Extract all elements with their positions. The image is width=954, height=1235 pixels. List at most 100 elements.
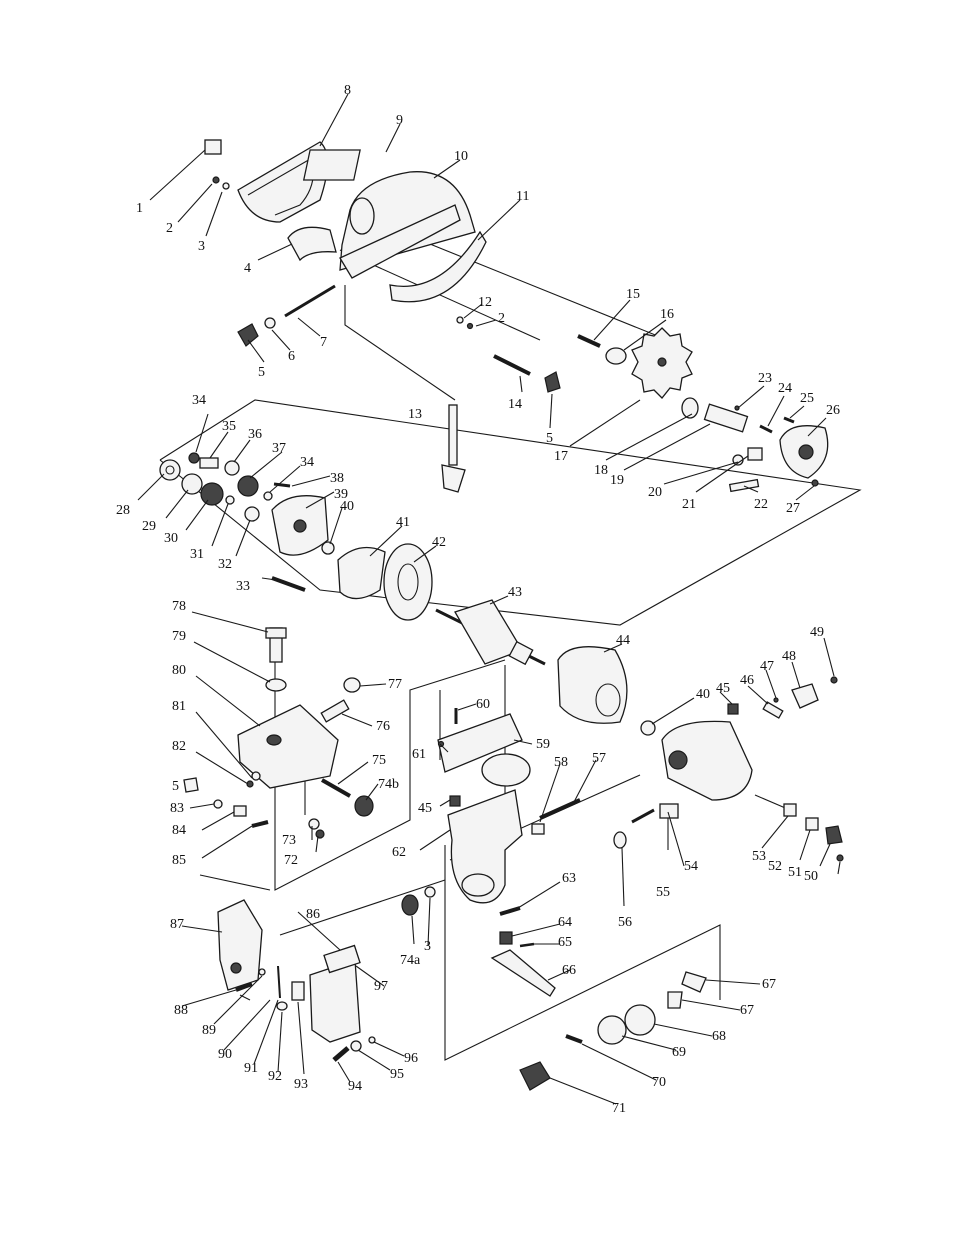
baffle-41 [337, 546, 386, 600]
part-label-24: 24 [778, 381, 792, 396]
part-label-71: 71 [612, 1101, 626, 1116]
pivot-knob-right [544, 371, 561, 393]
part-label-5c: 5 [172, 779, 179, 794]
bushing-53 [783, 803, 797, 817]
part-label-74a: 74a [400, 953, 421, 968]
part-label-79: 79 [172, 629, 186, 644]
part-label-32: 32 [218, 557, 232, 572]
screw-50 [836, 854, 844, 862]
part-label-25: 25 [800, 391, 814, 406]
knob-71 [519, 1061, 551, 1091]
part-label-6: 6 [288, 349, 295, 364]
part-label-63: 63 [562, 871, 576, 886]
guard-label-plate [204, 139, 222, 155]
screw-49 [830, 676, 838, 684]
part-label-43: 43 [508, 585, 522, 600]
part-label-68: 68 [712, 1029, 726, 1044]
part-label-66: 66 [562, 963, 576, 978]
part-label-96: 96 [404, 1051, 418, 1066]
part-label-82: 82 [172, 739, 186, 754]
blade-group [577, 327, 699, 419]
part-label-89: 89 [202, 1023, 216, 1038]
part-label-29: 29 [142, 519, 156, 534]
part-label-3b: 3 [424, 939, 431, 954]
part-label-5: 5 [258, 365, 265, 380]
part-label-64: 64 [558, 915, 572, 930]
clip-5c [183, 777, 199, 793]
part-label-65: 65 [558, 935, 572, 950]
gearbox-group [703, 403, 829, 493]
part-label-95: 95 [390, 1067, 404, 1082]
part-label-67: 67 [762, 977, 776, 992]
outer-flange [605, 347, 627, 365]
screw-61 [437, 740, 445, 748]
screw-24 [759, 424, 773, 434]
spring-81 [251, 771, 261, 781]
part-label-42: 42 [432, 535, 446, 550]
brush-holder-45a [727, 703, 739, 715]
bolt-94 [332, 1046, 350, 1062]
part-label-8: 8 [344, 83, 351, 98]
nut-72 [315, 829, 325, 839]
part-label-88: 88 [174, 1003, 188, 1018]
cord-cap-56 [613, 831, 627, 849]
handle-plate-hole [230, 962, 242, 974]
collar-58 [531, 823, 545, 835]
part-label-3: 3 [198, 239, 205, 254]
spindle-key [734, 405, 740, 411]
arbor-bolt [577, 334, 601, 348]
part-label-91: 91 [244, 1061, 258, 1076]
pivot-shaft [284, 284, 336, 318]
part-label-70: 70 [652, 1075, 666, 1090]
motor-housing [661, 720, 753, 801]
part-label-23: 23 [758, 371, 772, 386]
pin-63 [499, 906, 521, 916]
part-label-16: 16 [660, 307, 674, 322]
support-rod [448, 404, 458, 466]
knob-74b [354, 795, 374, 817]
screw-65 [519, 942, 535, 948]
part-label-13: 13 [408, 407, 422, 422]
field-stator-44 [557, 646, 628, 724]
stator-bore [595, 683, 621, 717]
key-22 [728, 478, 760, 493]
bearing-housing-59 [481, 753, 531, 787]
arm-casting-62 [447, 789, 523, 904]
spring-89 [258, 968, 266, 976]
washer-73 [308, 818, 320, 830]
part-label-72: 72 [284, 853, 298, 868]
handle-group [217, 899, 376, 1062]
part-label-55: 55 [656, 885, 670, 900]
gear-train-group [159, 452, 386, 600]
guard-washer [222, 182, 230, 190]
part-label-40: 40 [340, 499, 354, 514]
inner-flange [681, 397, 699, 419]
nut-64 [499, 931, 513, 945]
dust-elbow [287, 226, 337, 262]
switch-box-80 [237, 704, 339, 789]
washer-79 [265, 678, 287, 692]
part-labels: 1 2 3 4 5 6 7 8 9 10 11 12 2 13 14 5 15 … [116, 83, 840, 1116]
clip-96 [368, 1036, 376, 1044]
part-label-41: 41 [396, 515, 410, 530]
ring-34b [263, 491, 273, 501]
handle-97 [309, 959, 361, 1043]
spring-47 [773, 697, 779, 703]
part-label-9: 9 [396, 113, 403, 128]
part-label-39: 39 [334, 487, 348, 502]
part-label-28: 28 [116, 503, 130, 518]
shaft-75 [321, 778, 351, 798]
part-label-45: 45 [716, 681, 730, 696]
part-label-33: 33 [236, 579, 250, 594]
commutator [508, 640, 534, 666]
washer-92 [276, 1001, 288, 1011]
part-label-74b: 74b [378, 777, 399, 792]
part-label-76: 76 [376, 719, 390, 734]
part-label-67b: 67 [740, 1003, 754, 1018]
part-label-73: 73 [282, 833, 296, 848]
plate-59 [437, 713, 523, 773]
part-label-49: 49 [810, 625, 824, 640]
screw-25 [783, 416, 795, 424]
part-label-85: 85 [172, 853, 186, 868]
part-label-59: 59 [536, 737, 550, 752]
